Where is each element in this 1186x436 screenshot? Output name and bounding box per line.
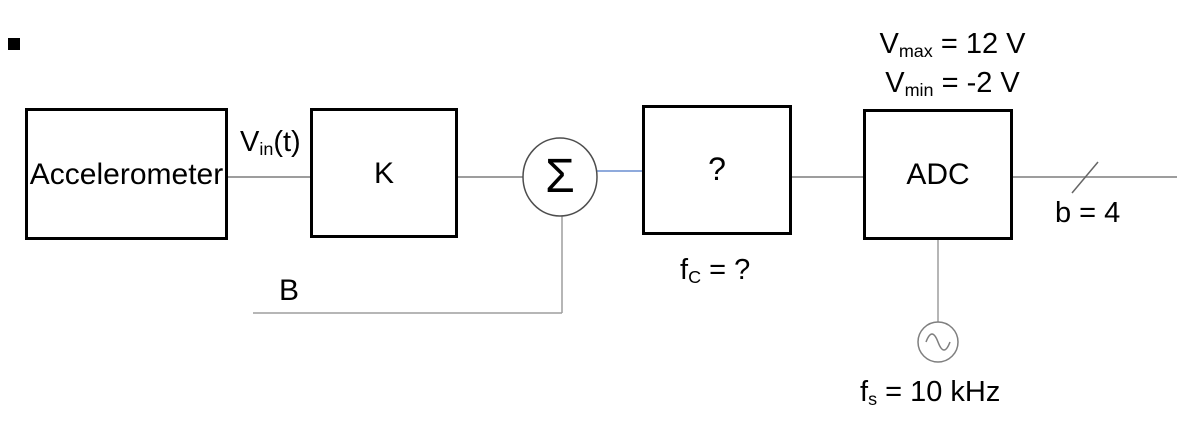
adc-label: ADC <box>906 158 970 191</box>
input-signal-label: Vin(t) <box>240 126 301 160</box>
filter-block: ? <box>642 105 792 235</box>
sampling-frequency-label: fs = 10 kHz <box>860 376 1001 410</box>
accelerometer-label: Accelerometer <box>29 157 224 191</box>
bus-width-slash <box>1071 161 1099 194</box>
adc-voltage-limits: Vmax = 12 V Vmin = -2 V <box>855 26 1050 104</box>
vmax-label: Vmax = 12 V <box>879 28 1026 62</box>
accelerometer-block: Accelerometer <box>25 108 228 240</box>
adc-block: ADC <box>863 109 1013 240</box>
bus-width-label: b = 4 <box>1055 197 1121 229</box>
vmax-subscript: max <box>898 41 933 62</box>
summing-junction-symbol: Σ <box>545 150 575 203</box>
bias-label: B <box>279 274 300 307</box>
vmin-label: Vmin = -2 V <box>885 67 1020 101</box>
vmin-subscript: min <box>904 80 934 101</box>
gain-block: K <box>310 108 458 238</box>
input-signal-subscript: in <box>259 139 274 160</box>
cutoff-frequency-label: fC = ? <box>680 254 751 288</box>
corner-mark <box>8 38 20 50</box>
gain-label: K <box>373 156 394 190</box>
sine-wave-icon <box>925 333 951 351</box>
summing-junction-circle <box>522 137 598 217</box>
filter-label: ? <box>708 151 726 188</box>
sampling-subscript: s <box>868 389 878 410</box>
cutoff-subscript: C <box>688 267 702 288</box>
